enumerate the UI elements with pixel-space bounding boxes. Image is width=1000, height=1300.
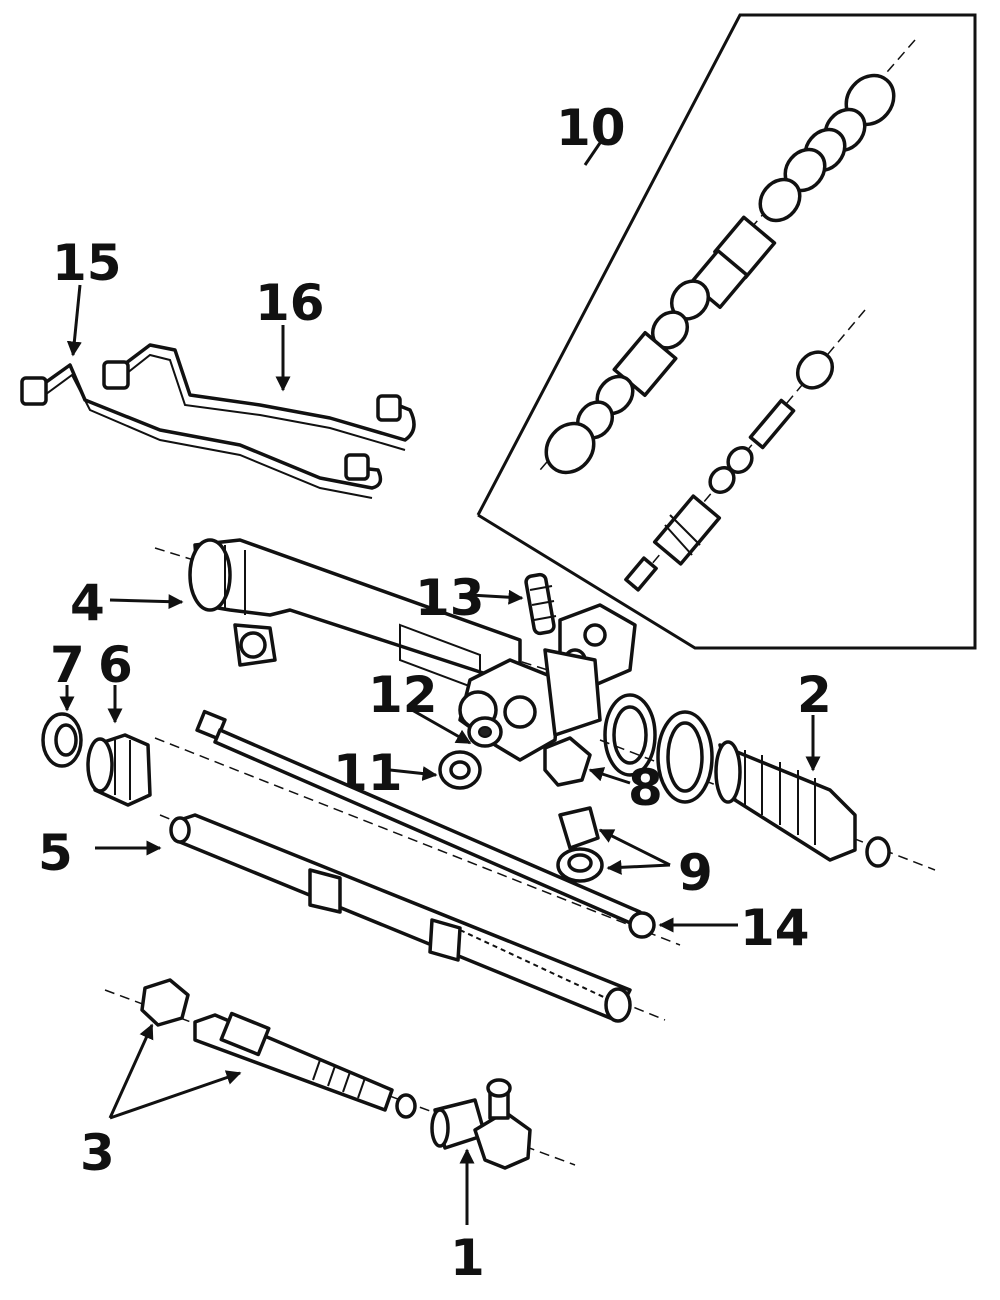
callout-6: 6 — [98, 636, 133, 694]
callout-15: 15 — [52, 234, 122, 292]
callout-3: 3 — [80, 1124, 115, 1182]
outer-tie-rod-end — [430, 1078, 532, 1170]
callout-2: 2 — [797, 666, 832, 724]
outer-seal — [41, 712, 83, 768]
callout-1: 1 — [450, 1229, 485, 1287]
callout-9: 9 — [678, 844, 713, 902]
callout-16: 16 — [255, 274, 325, 332]
callout-5: 5 — [38, 824, 73, 882]
bushing-12 — [467, 716, 503, 748]
callout-8: 8 — [628, 759, 663, 817]
pinion-assembly — [624, 350, 835, 592]
callout-7: 7 — [50, 636, 85, 694]
hydraulic-lines — [20, 343, 416, 499]
callout-12: 12 — [368, 666, 438, 724]
lock-nut — [556, 847, 604, 883]
callout-14: 14 — [740, 899, 810, 957]
rack-bushing — [86, 733, 152, 807]
bushing-11 — [438, 750, 482, 790]
adjuster-spring — [558, 806, 600, 850]
valve-spool-assembly — [544, 73, 896, 475]
bellows-boot — [714, 740, 857, 862]
callout-4: 4 — [70, 574, 105, 632]
callout-13: 13 — [415, 569, 485, 627]
rack-housing — [188, 538, 657, 777]
rack — [169, 813, 632, 1023]
inner-tie-rod — [140, 978, 417, 1119]
valve-fitting — [524, 572, 557, 636]
seal-kit-inset: 10 — [476, 13, 977, 650]
adjuster-plug — [543, 736, 592, 787]
boot-clamp — [865, 836, 891, 868]
seal-ring — [656, 710, 714, 804]
tie-rod-bolt — [195, 709, 656, 939]
callout-10: 10 — [556, 99, 626, 157]
